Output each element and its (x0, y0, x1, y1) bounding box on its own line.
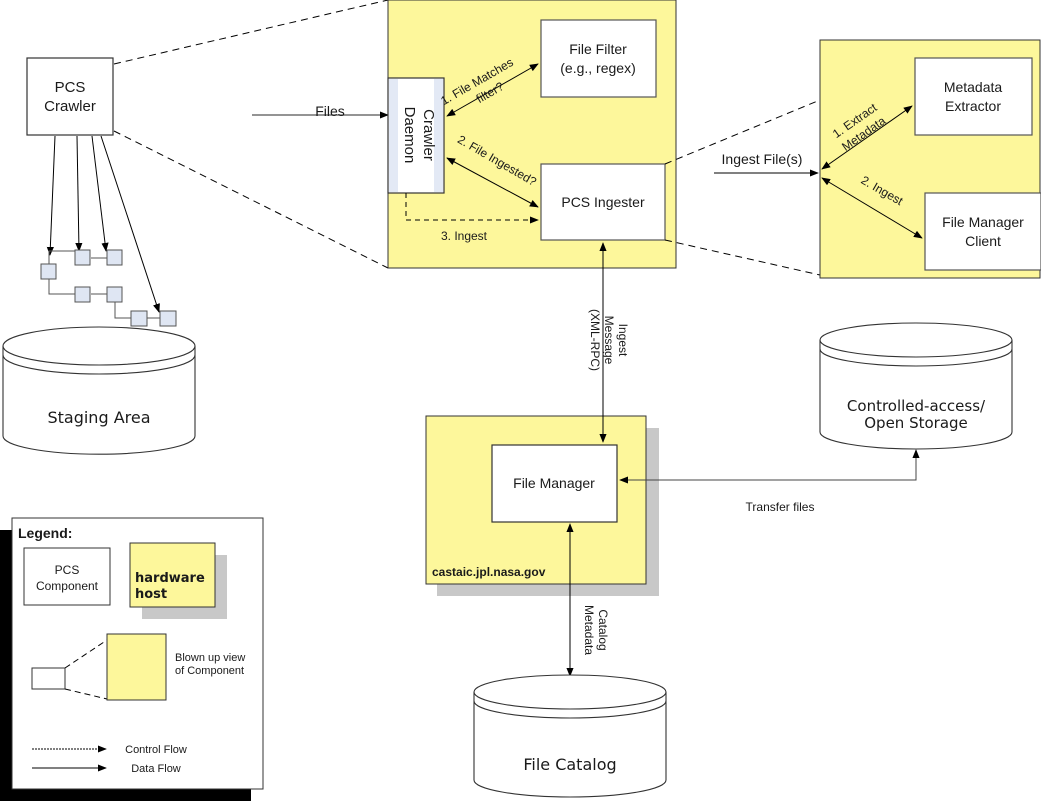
ingester-blowup-lines (664, 99, 821, 276)
file-node (106, 286, 123, 303)
ingest-3-label: 3. Ingest (441, 229, 488, 243)
ingest-files-label: Ingest File(s) (722, 151, 803, 167)
host-label: castaic.jpl.nasa.gov (432, 565, 546, 579)
pcs-crawler-component[interactable]: PCS Crawler (26, 57, 114, 136)
pcs-crawler-label-2: Crawler (44, 98, 96, 115)
catalog-metadata-label-1: Catalog (596, 609, 610, 650)
ingest-files-flow: Ingest File(s) (714, 151, 819, 177)
file-node (40, 263, 57, 280)
open-storage-store[interactable]: Controlled-access/ Open Storage (819, 322, 1013, 450)
file-node (74, 286, 91, 303)
pcs-ingester-component[interactable]: PCS Ingester (540, 163, 666, 241)
crawler-daemon-label-2: Daemon (401, 107, 418, 164)
transfer-files-flow: Transfer files (619, 449, 920, 514)
file-catalog-label: File Catalog (523, 755, 616, 774)
legend-pcs-component: PCS Component (23, 547, 111, 606)
files-input-flow: Files (252, 103, 389, 119)
file-manager-client-label-2: Client (965, 233, 1001, 249)
file-manager-component[interactable]: File Manager (491, 444, 618, 523)
metadata-extractor-component[interactable]: Metadata Extractor (914, 57, 1033, 136)
legend-control-flow: Control Flow (32, 744, 187, 756)
file-manager-client-component[interactable]: File Manager Client (924, 192, 1041, 271)
open-storage-label-1: Controlled-access/ (847, 397, 986, 415)
legend-data-flow-text: Data Flow (131, 763, 181, 775)
legend-blown-up-view: Blown up view of Component (31, 633, 245, 701)
legend-hardware-host: hardware host (129, 542, 227, 619)
staging-area-store[interactable]: Staging Area (2, 326, 196, 455)
file-filter-component[interactable]: File Filter (e.g., regex) (540, 19, 657, 98)
crawler-traversal-arrows (46, 135, 160, 313)
crawl-arrow-3 (91, 135, 109, 252)
metadata-extractor-label-2: Extractor (945, 98, 1001, 114)
file-catalog-store[interactable]: File Catalog (473, 674, 667, 798)
file-node (130, 310, 148, 327)
legend-pcs-component-1-text: Component (36, 579, 99, 593)
legend: Legend: PCS Component hardware host Blow… (0, 517, 264, 801)
transfer-files-label: Transfer files (746, 500, 815, 514)
crawler-daemon-component[interactable]: Crawler Daemon (387, 77, 445, 194)
ingest-message-flow: Ingest Message (XML-RPC) (588, 242, 630, 443)
file-manager-label: File Manager (513, 475, 595, 491)
legend-control-flow-text: Control Flow (125, 744, 187, 756)
legend-data-flow: Data Flow (32, 763, 181, 775)
file-filter-label-2: (e.g., regex) (560, 60, 635, 76)
legend-title: Legend: (18, 525, 72, 541)
legend-hardware-host-1-text: host (135, 587, 167, 602)
metadata-extractor-label-1: Metadata (944, 79, 1003, 95)
ingest-control-flow: 3. Ingest (405, 193, 539, 243)
legend-blown-up-0-text: Blown up view (175, 652, 245, 664)
pcs-crawler-label-1: PCS (55, 79, 86, 96)
files-label: Files (315, 103, 345, 119)
file-manager-client-label-1: File Manager (942, 214, 1024, 230)
crawl-arrow-2 (75, 135, 83, 252)
legend-hardware-host-0-text: hardware (135, 571, 205, 586)
crawler-daemon-label-1: Crawler (420, 109, 437, 161)
crawler-blowup-lines (113, 0, 389, 269)
crawl-arrow-1 (46, 135, 56, 256)
open-storage-label-2: Open Storage (864, 414, 968, 432)
file-filter-label-1: File Filter (569, 41, 627, 57)
staging-area-label: Staging Area (47, 408, 150, 427)
file-tree (40, 249, 177, 327)
file-node (159, 310, 177, 327)
pcs-ingester-label: PCS Ingester (561, 194, 645, 210)
legend-blown-up-1-text: of Component (175, 665, 244, 677)
crawl-arrow-4 (100, 135, 160, 313)
ingest-message-label-2: Message (602, 316, 616, 365)
catalog-metadata-flow: Catalog Metadata (566, 523, 610, 677)
file-node (106, 249, 123, 266)
ingest-message-label-3: (XML-RPC) (588, 309, 602, 371)
legend-pcs-component-0-text: PCS (55, 563, 80, 577)
file-node (74, 249, 91, 266)
ingest-message-label-1: Ingest (616, 324, 630, 357)
catalog-metadata-label-2: Metadata (582, 605, 596, 655)
